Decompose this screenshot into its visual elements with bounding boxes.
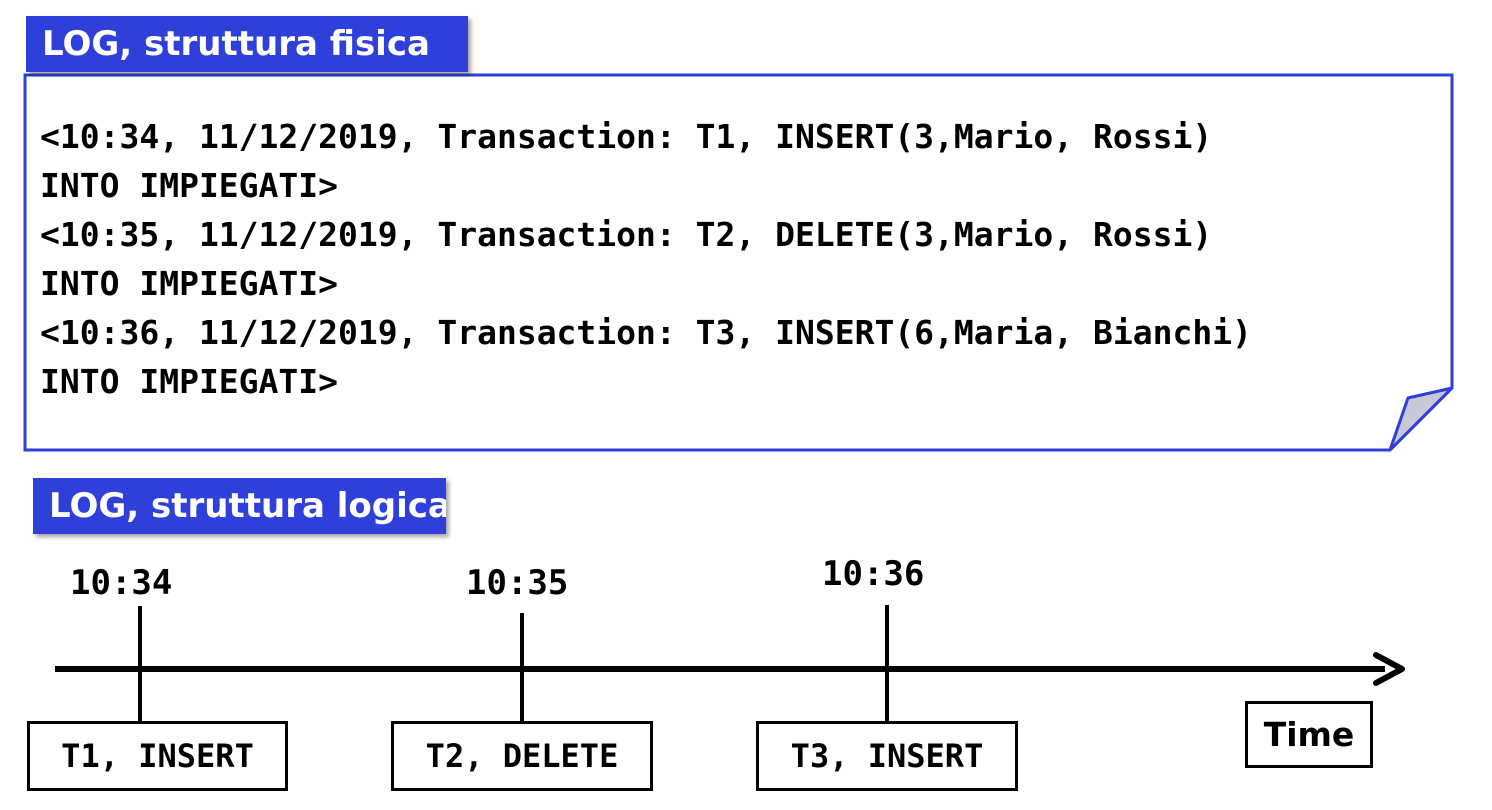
log-line: <10:36, 11/12/2019, Transaction: T3, INS… [40, 313, 1252, 352]
event-box: T3, INSERT [756, 721, 1018, 791]
log-line: <10:35, 11/12/2019, Transaction: T2, DEL… [40, 215, 1213, 254]
physical-log-lines: <10:34, 11/12/2019, Transaction: T1, INS… [40, 112, 1440, 406]
time-axis-arrowhead [1373, 652, 1405, 686]
event-box: T1, INSERT [27, 721, 288, 791]
time-axis-label: Time [1245, 701, 1373, 768]
logical-log-title: LOG, struttura logica [33, 478, 446, 534]
log-line: INTO IMPIEGATI> [40, 362, 339, 401]
event-box: T2, DELETE [391, 721, 653, 791]
event-time-label: 10:36 [822, 554, 925, 594]
note-fold-corner [1388, 386, 1454, 452]
event-time-label: 10:35 [466, 563, 569, 603]
log-line: <10:34, 11/12/2019, Transaction: T1, INS… [40, 117, 1213, 156]
log-line: INTO IMPIEGATI> [40, 166, 339, 205]
physical-log-title: LOG, struttura fisica [26, 16, 468, 72]
log-line: INTO IMPIEGATI> [40, 264, 339, 303]
event-time-label: 10:34 [70, 563, 173, 603]
